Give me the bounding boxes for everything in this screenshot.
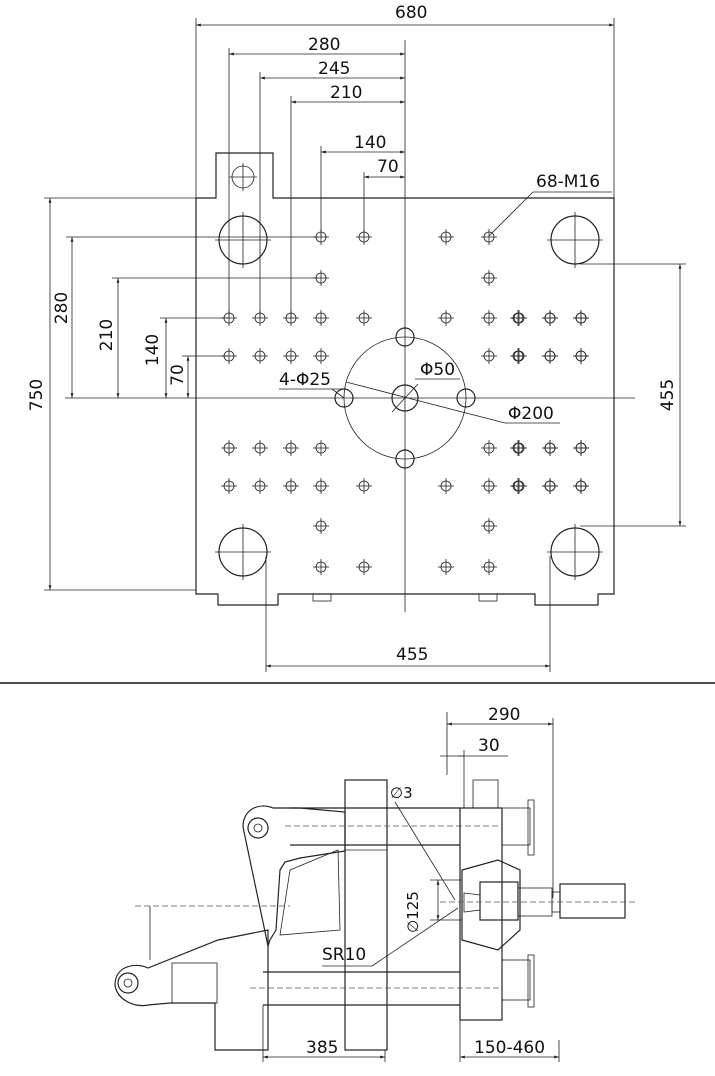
sr10-label: SR10 [322,945,366,965]
dim-70-top: 70 [377,157,399,177]
upper-pivot [247,817,269,839]
platen-outline [195,152,615,606]
dim-750: 750 [27,379,47,411]
bottom-clamp-right [478,593,498,602]
locating-circle-label: Φ200 [508,404,554,424]
locating-hole [456,388,476,408]
platen-view: 680 280 245 210 140 70 68-M16 75 [27,3,686,672]
dim-290: 290 [488,705,520,725]
dim-210-top: 210 [330,83,362,103]
moving-platen [344,779,388,1051]
dim-245-top: 245 [318,59,350,79]
locating-hole [395,449,415,469]
locating-hole [395,327,415,347]
lower-toggle-link [114,929,269,1051]
center-hole-label: Φ50 [420,360,455,380]
dim-385: 385 [306,1038,338,1058]
dim-140-left: 140 [143,334,163,366]
dim-phi125: ∅125 [404,891,422,933]
dim-70-left: 70 [168,364,188,386]
locating-holes-label: 4-Φ25 [279,370,331,390]
lower-pivot [117,972,139,994]
dim-280-top: 280 [308,35,340,55]
center-hole-50 [391,384,419,412]
bottom-clamp-left [312,593,332,602]
side-view: 290 30 ∅3 ∅125 SR10 385 150-460 [114,705,635,1062]
injection-unit [559,883,626,919]
dim-680: 680 [395,3,427,23]
dim-phi3: ∅3 [390,784,413,802]
tapped-holes-label: 68-M16 [536,172,600,192]
top-dimensions: 680 280 245 210 140 70 [195,3,615,318]
tapped-holes-grid [221,229,589,575]
dim-150-460: 150-460 [474,1038,545,1058]
dim-140-top: 140 [354,133,386,153]
dim-210-left: 210 [97,319,117,351]
dim-30: 30 [478,736,500,756]
dim-280-left: 280 [52,292,72,324]
left-dimensions: 750 280 210 140 70 [27,197,318,591]
dim-455-vertical: 455 [658,379,678,411]
tie-bar-holes [215,212,603,580]
dim-455-horizontal: 455 [396,645,428,665]
upper-toggle-link [242,805,346,949]
